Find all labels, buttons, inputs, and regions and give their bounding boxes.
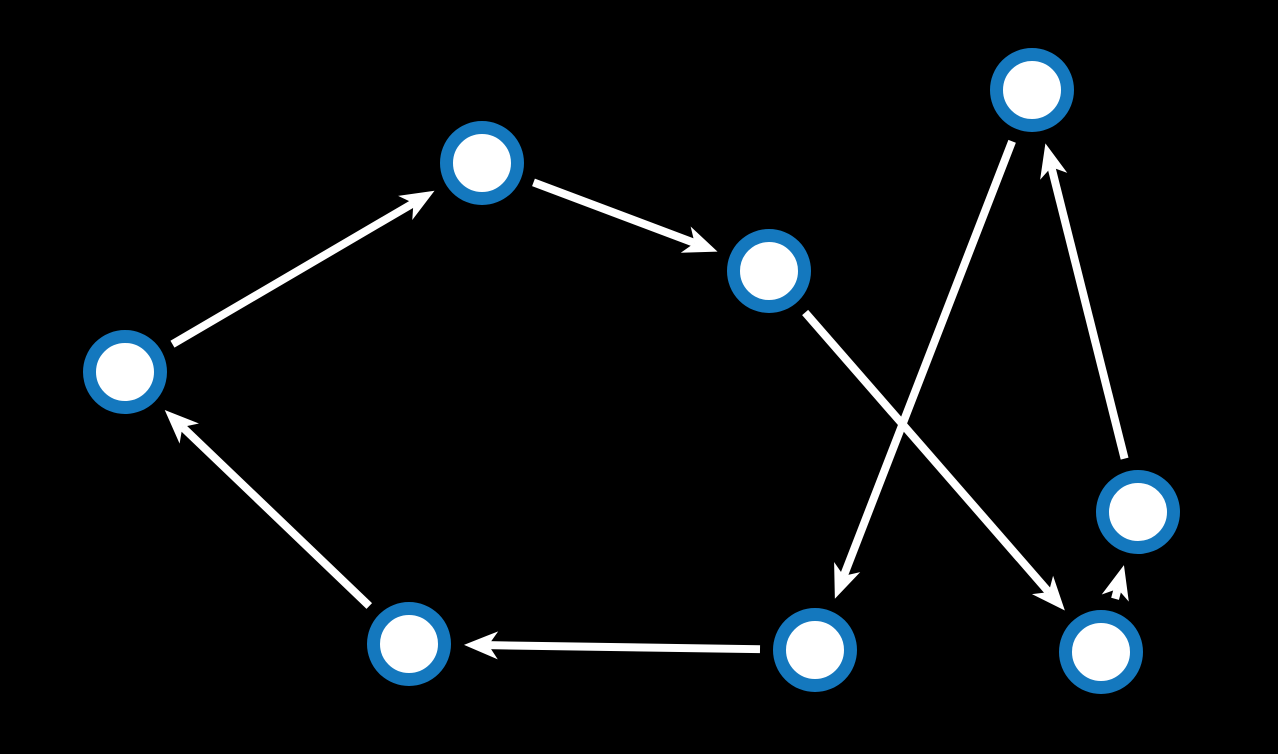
node-right: [1096, 470, 1180, 554]
node-top-right: [990, 48, 1074, 132]
edge-n2-to-n3: [532, 178, 718, 253]
edge-shaft: [532, 178, 697, 247]
edge-shaft: [170, 199, 416, 348]
node-bottom-left: [367, 602, 451, 686]
node-upper-middle: [440, 121, 524, 205]
node-center: [727, 229, 811, 313]
edge-shaft: [1047, 166, 1129, 460]
arrowhead-icon: [398, 190, 435, 221]
edge-n5-to-n1: [1040, 143, 1129, 460]
arrowhead-icon: [1101, 565, 1129, 602]
arrowhead-icon: [164, 410, 199, 444]
edge-shaft: [179, 424, 373, 609]
edge-shaft: [488, 641, 761, 654]
edge-shaft: [839, 139, 1016, 578]
node-left: [83, 330, 167, 414]
edge-n6-to-n4: [164, 410, 373, 609]
edge-n7-to-n6: [463, 631, 761, 660]
edge-n8-to-n5: [1101, 565, 1129, 602]
arrowhead-icon: [834, 561, 861, 599]
edge-shaft: [1111, 587, 1122, 600]
arrowhead-icon: [680, 226, 718, 253]
edge-n3-to-n8: [802, 309, 1065, 611]
edge-n1-to-n7: [834, 139, 1016, 599]
edge-n4-to-n2: [170, 190, 435, 348]
node-bottom-middle: [773, 608, 857, 692]
node-bottom-right: [1059, 610, 1143, 694]
arrowhead-icon: [1040, 143, 1068, 180]
arrowhead-icon: [1031, 575, 1065, 611]
arrowhead-icon: [463, 631, 499, 660]
edge-shaft: [802, 309, 1052, 595]
